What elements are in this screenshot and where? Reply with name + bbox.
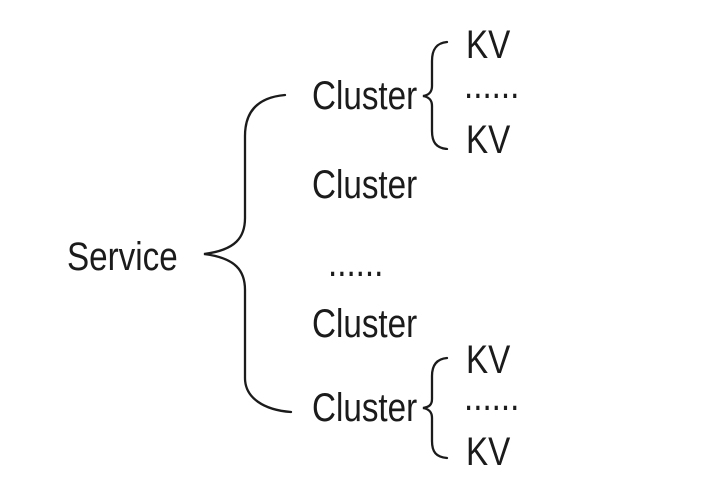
kv-top-ellipsis: ......: [464, 63, 520, 107]
kv-bottom-ellipsis: ......: [464, 375, 520, 419]
service-label: Service: [67, 235, 178, 279]
kv-bottom-label-2: KV: [466, 430, 511, 474]
kv-top-label-2: KV: [466, 118, 511, 162]
bottom-cluster-children-brace-icon: [422, 356, 449, 460]
service-children-brace-icon: [203, 93, 293, 414]
top-cluster-children-brace-icon: [422, 40, 449, 150]
kv-top-label-1: KV: [466, 23, 511, 67]
cluster-label-3: Cluster: [312, 302, 418, 346]
cluster-label-4: Cluster: [312, 386, 418, 430]
kv-bottom-label-1: KV: [466, 338, 511, 382]
cluster-list-ellipsis: ......: [328, 241, 384, 285]
cluster-label-2: Cluster: [312, 163, 418, 207]
cluster-label-1: Cluster: [312, 74, 418, 118]
